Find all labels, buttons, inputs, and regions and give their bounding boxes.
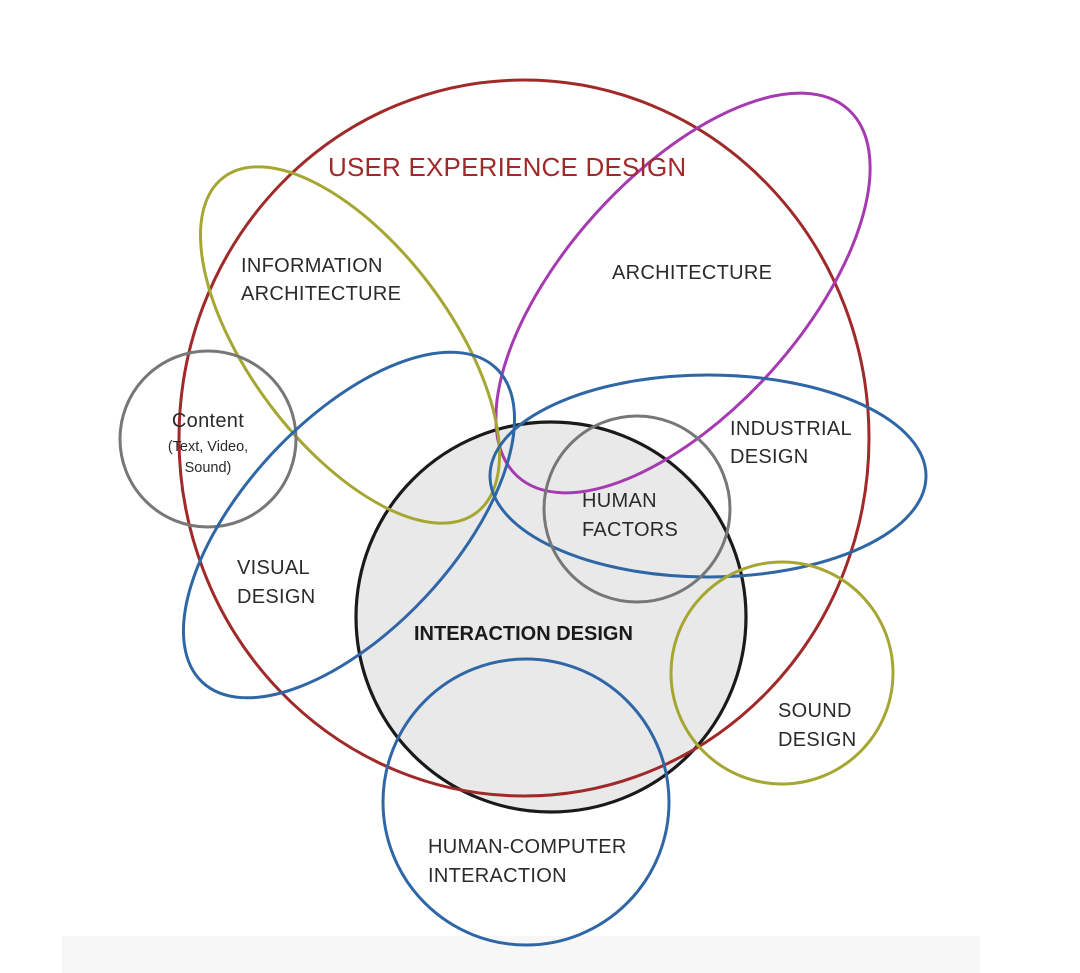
visual-design-label-line2: DESIGN xyxy=(237,586,315,608)
content-label-line3: Sound) xyxy=(185,460,232,476)
hci-circle xyxy=(381,657,671,947)
sound-design-circle xyxy=(669,560,895,786)
hci-label-line1: HUMAN-COMPUTER xyxy=(428,836,627,858)
information-architecture-ellipse xyxy=(198,165,502,525)
content-circle xyxy=(118,349,298,529)
industrial-design-label-line1: INDUSTRIAL xyxy=(730,418,852,440)
content-label-line1: Content xyxy=(172,410,244,432)
bottom-background-band xyxy=(62,936,980,973)
industrial-design-ellipse xyxy=(488,373,928,579)
ux-design-circle xyxy=(177,78,871,798)
industrial-design-label-line2: DESIGN xyxy=(730,446,808,468)
interaction-design-circle xyxy=(354,420,748,814)
sound-design-label-line1: SOUND xyxy=(778,700,852,722)
architecture-ellipse xyxy=(494,91,872,495)
information-architecture-label-line2: ARCHITECTURE xyxy=(241,283,401,305)
visual-design-label-line1: VISUAL xyxy=(237,557,310,579)
architecture-label: ARCHITECTURE xyxy=(612,262,772,284)
visual-design-ellipse xyxy=(181,350,517,700)
content-label-line2: (Text, Video, xyxy=(168,439,248,455)
sound-design-label-line2: DESIGN xyxy=(778,729,856,751)
interaction-design-label: INTERACTION DESIGN xyxy=(414,623,633,645)
human-factors-circle xyxy=(542,414,732,604)
information-architecture-label-line1: INFORMATION xyxy=(241,255,383,277)
ux-design-title: USER EXPERIENCE DESIGN xyxy=(328,152,686,182)
human-factors-label-line2: FACTORS xyxy=(582,519,678,541)
human-factors-label-line1: HUMAN xyxy=(582,490,657,512)
hci-label-line2: INTERACTION xyxy=(428,865,567,887)
